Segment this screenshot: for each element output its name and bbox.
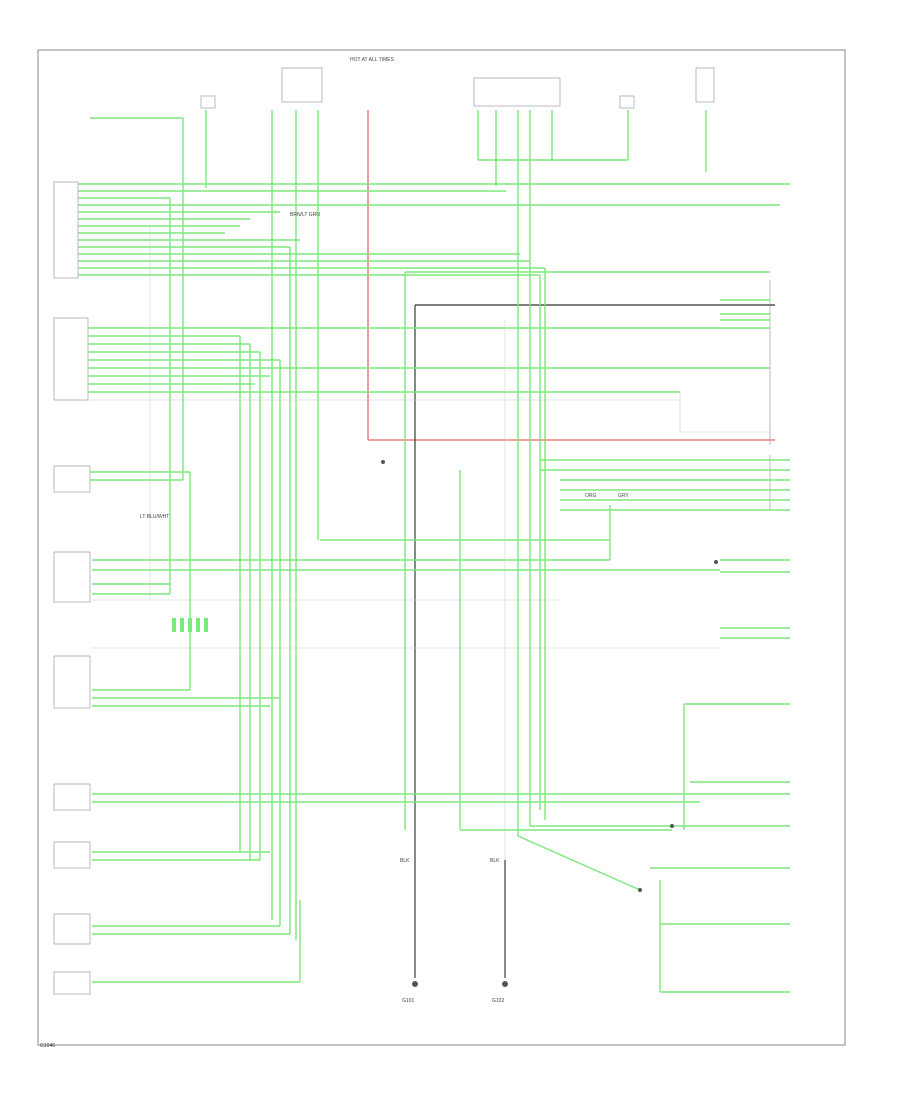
left-box-4 [53, 551, 91, 603]
ground-symbols [412, 968, 508, 987]
left-box-7 [53, 841, 91, 869]
diagram-border [37, 49, 846, 1046]
ground-point-1: G101 [402, 998, 414, 1004]
component-box-5 [619, 95, 635, 109]
split-label-1: BRN/LT GRN [290, 212, 320, 218]
aux-lines [88, 225, 770, 860]
top-components [200, 67, 715, 109]
component-box-2 [473, 77, 561, 107]
connector-icon [172, 618, 176, 632]
left-box-3 [53, 465, 91, 493]
left-box-8 [53, 913, 91, 945]
component-box-4 [200, 95, 216, 109]
connector-pins [172, 618, 208, 632]
top-bus-label: HOT AT ALL TIMES [350, 57, 395, 63]
splice-points [381, 460, 718, 892]
left-box-6 [53, 783, 91, 811]
ground-icon [502, 968, 508, 987]
ground-label-1: BLK [400, 858, 410, 864]
left-box-2 [53, 317, 89, 401]
component-box-3 [695, 67, 715, 103]
split-label-2: LT BLU/WHT [140, 514, 169, 520]
splice-icon [381, 460, 385, 464]
component-box-1 [281, 67, 323, 103]
diagram-code: G1046 [40, 1043, 56, 1049]
signal-wires [78, 110, 790, 993]
left-box-1 [53, 181, 79, 279]
left-box-9 [53, 971, 91, 995]
middle-label-1: ORG [585, 493, 597, 499]
ground-point-2: G102 [492, 998, 504, 1004]
ground-wires [414, 304, 775, 968]
left-components [53, 181, 91, 995]
ground-label-2: BLK [490, 858, 500, 864]
ground-icon [412, 968, 418, 987]
left-box-5 [53, 655, 91, 709]
middle-label-2: GRY [618, 493, 629, 499]
